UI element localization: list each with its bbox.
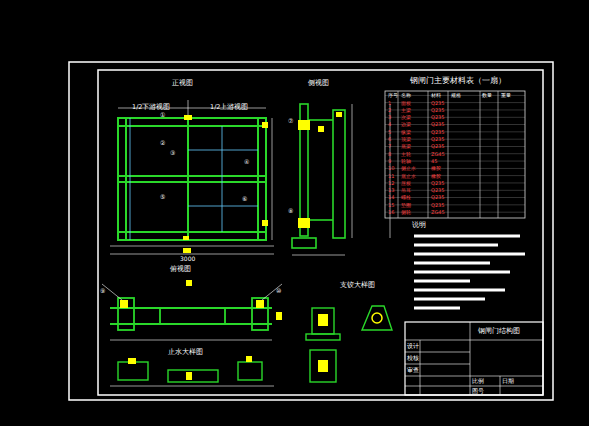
table-cell: 16 <box>388 210 394 215</box>
table-cell: 11 <box>388 174 394 179</box>
table-cell: 纵梁 <box>401 130 411 135</box>
callout-number: ② <box>160 140 165 146</box>
table-cell: 钢闸门结构图 <box>478 328 520 335</box>
table-cell: 15 <box>388 203 394 208</box>
callout-number: ⑩ <box>276 288 281 294</box>
table-cell: 9 <box>388 159 391 164</box>
table-cell: Q235 <box>431 130 444 135</box>
callout-number: ⑥ <box>242 196 247 202</box>
table-cell: 6 <box>388 137 391 142</box>
table-cell: 校核 <box>407 355 419 361</box>
table-cell: Q235 <box>431 195 444 200</box>
callout-number: ⑤ <box>160 194 165 200</box>
table-cell: 1 <box>388 101 391 106</box>
view-title: 正视图 <box>172 80 193 87</box>
table-cell: 面板 <box>401 101 411 106</box>
table-cell: 12 <box>388 181 394 186</box>
table-cell: 主轮 <box>401 152 411 157</box>
table-cell: 数量 <box>482 93 492 98</box>
table-cell: 日期 <box>502 378 514 384</box>
table-cell: 图号 <box>472 388 484 394</box>
table-cell: 45 <box>431 159 437 164</box>
table-cell: 材料 <box>431 93 441 98</box>
table-cell: 压板 <box>401 181 411 186</box>
table-cell: 3 <box>388 115 391 120</box>
callout-number: ⑦ <box>288 118 293 124</box>
table-cell: 主梁 <box>401 108 411 113</box>
table-cell: Q235 <box>431 137 444 142</box>
table-cell: Q235 <box>431 203 444 208</box>
table-cell: Q235 <box>431 108 444 113</box>
table-cell: 比例 <box>472 378 484 384</box>
callout-number: ③ <box>170 150 175 156</box>
table-cell: 底止水 <box>401 174 416 179</box>
table-cell: ZG45 <box>431 210 445 215</box>
table-cell: 螺栓 <box>401 195 411 200</box>
table-cell: 审查 <box>407 367 419 373</box>
table-cell: Q235 <box>431 115 444 120</box>
callout-number: ⑧ <box>288 208 293 214</box>
table-cell: 轮轴 <box>401 159 411 164</box>
table-cell: 2 <box>388 108 391 113</box>
table-cell: Q235 <box>431 101 444 106</box>
table-cell: 5 <box>388 130 391 135</box>
table-cell: 边梁 <box>401 122 411 127</box>
table-cell: 侧轮 <box>401 210 411 215</box>
table-cell: Q235 <box>431 122 444 127</box>
view-title: 说明 <box>412 222 426 229</box>
table-cell: Q235 <box>431 188 444 193</box>
table-cell: 顶梁 <box>401 137 411 142</box>
table-cell: 4 <box>388 122 391 127</box>
table-cell: 橡胶 <box>431 174 441 179</box>
table-cell: Q235 <box>431 144 444 149</box>
table-cell: 吊耳 <box>401 188 411 193</box>
table-cell: 橡胶 <box>431 166 441 171</box>
table-cell: 14 <box>388 195 394 200</box>
callout-number: ① <box>160 112 165 118</box>
table-cell: 13 <box>388 188 394 193</box>
view-title: 3000 <box>180 256 195 262</box>
table-cell: Q235 <box>431 181 444 186</box>
view-title: 侧视图 <box>308 80 329 87</box>
callout-number: ④ <box>244 159 249 165</box>
callout-number: ⑨ <box>100 288 105 294</box>
table-cell: 10 <box>388 166 394 171</box>
view-title: 1/2上游视图 <box>210 104 248 111</box>
table-cell: 名称 <box>401 93 411 98</box>
view-title: 钢闸门主要材料表（一扇） <box>410 77 506 85</box>
table-cell: 7 <box>388 144 391 149</box>
table-cell: 次梁 <box>401 115 411 120</box>
view-title: 支铰大样图 <box>340 282 375 289</box>
table-cell: 规格 <box>451 93 461 98</box>
table-cell: 底梁 <box>401 144 411 149</box>
table-cell: ZG45 <box>431 152 445 157</box>
table-cell: 8 <box>388 152 391 157</box>
view-title: 止水大样图 <box>168 349 203 356</box>
table-cell: 设计 <box>407 343 419 349</box>
table-cell: 序号 <box>388 93 398 98</box>
table-cell: 侧止水 <box>401 166 416 171</box>
table-cell: 垫圈 <box>401 203 411 208</box>
table-cell: 重量 <box>501 93 511 98</box>
view-title: 俯视图 <box>170 266 191 273</box>
view-title: 1/2下游视图 <box>132 104 170 111</box>
